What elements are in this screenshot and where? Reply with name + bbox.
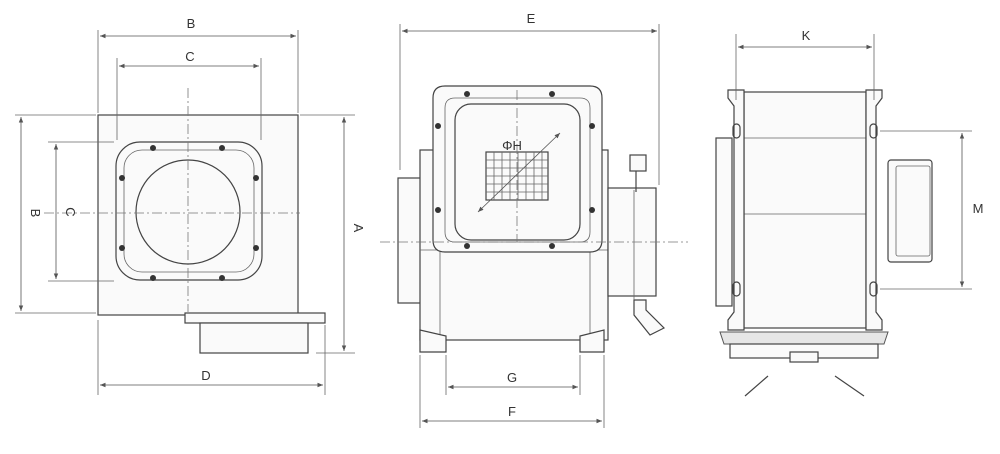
front-view: B C B C A D — [15, 16, 366, 395]
rear-slot-holes — [732, 123, 878, 297]
side-left-sleeve — [397, 177, 423, 304]
front-label-d: D — [201, 368, 210, 383]
side-label-f: F — [508, 404, 516, 419]
front-label-a: A — [351, 224, 366, 233]
side-bolt-group — [435, 91, 595, 249]
rear-base-rail — [719, 331, 889, 345]
side-left-foot — [419, 329, 447, 353]
rear-motor — [887, 159, 933, 263]
front-label-b: B — [187, 16, 196, 31]
side-label-g: G — [507, 370, 517, 385]
rear-leg-right — [834, 375, 865, 397]
rear-outlet-tab — [789, 351, 819, 363]
side-label-h: ΦH — [502, 138, 522, 153]
rear-view: K M — [715, 28, 984, 397]
front-bolt-group — [119, 145, 259, 281]
front-label-b-vertical: B — [28, 209, 43, 218]
front-inlet-flange-inner — [123, 149, 255, 273]
front-outlet-flange — [184, 312, 326, 324]
rear-left-plate — [715, 137, 733, 307]
side-terminal-box — [629, 154, 647, 172]
front-outlet-duct — [199, 322, 309, 354]
rear-left-bracket — [727, 89, 745, 331]
rear-body — [743, 91, 867, 329]
front-inlet-opening — [135, 159, 241, 265]
front-label-c-vertical: C — [63, 207, 78, 216]
rear-right-bracket — [865, 89, 883, 331]
side-view: E ΦH G F — [380, 11, 688, 428]
front-label-c: C — [185, 49, 194, 64]
side-lever — [633, 299, 666, 336]
side-right-foot — [579, 329, 605, 353]
rear-label-m: M — [973, 201, 984, 216]
dim-line-h — [477, 132, 561, 213]
rear-label-k: K — [802, 28, 811, 43]
rear-leg-left — [744, 375, 769, 397]
side-label-e: E — [527, 11, 536, 26]
